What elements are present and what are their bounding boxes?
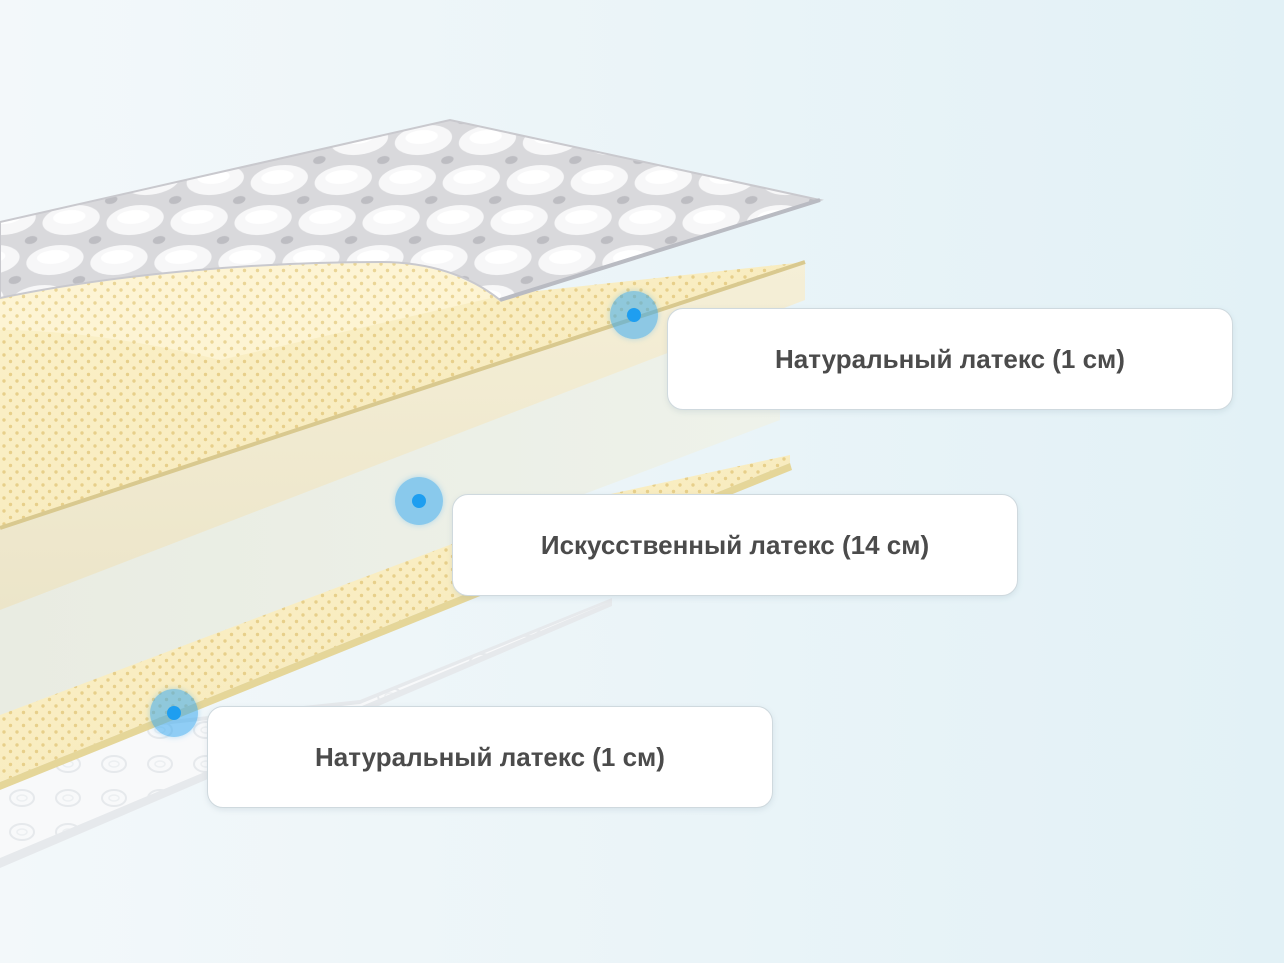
layer-1-label-card: Натуральный латекс (1 см) [667,308,1233,410]
top-latex-layer [0,260,806,610]
layer-3-marker-icon[interactable] [150,689,198,737]
layer-3-label-card: Натуральный латекс (1 см) [207,706,773,808]
layer-3-label: Натуральный латекс (1 см) [315,741,665,772]
layer-1-label: Натуральный латекс (1 см) [775,343,1125,374]
layer-2-marker-icon[interactable] [395,477,443,525]
layer-1-marker-icon[interactable] [610,291,658,339]
top-quilted-cover [0,118,824,302]
layer-2-label: Искусственный латекс (14 см) [540,529,930,560]
layer-2-label-card: Искусственный латекс (14 см) [452,494,1018,596]
